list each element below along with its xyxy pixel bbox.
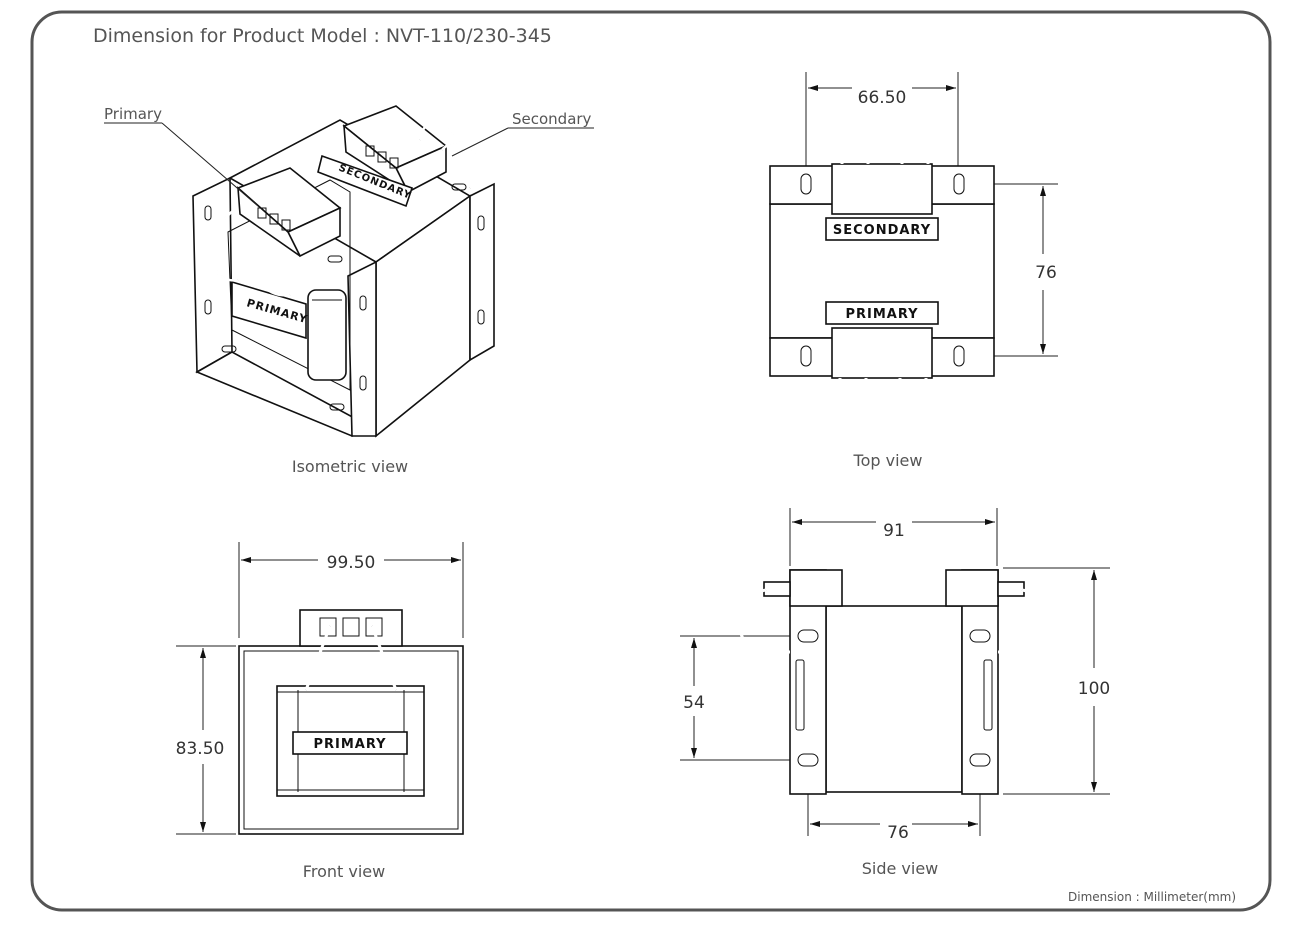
isometric-caption: Isometric view bbox=[292, 457, 408, 476]
top-width-dim: 66.50 bbox=[858, 88, 907, 108]
top-caption: Top view bbox=[853, 451, 923, 470]
footer-unit-note: Dimension : Millimeter(mm) bbox=[1068, 890, 1236, 904]
top-view: 66.50 76 SECONDARY PRIMARY bbox=[769, 72, 1058, 425]
isometric-view: PRIMARY SECONDARY bbox=[104, 105, 594, 438]
front-height-dim: 83.50 bbox=[176, 739, 225, 759]
top-depth-dim: 76 bbox=[1035, 263, 1057, 283]
side-view: 91 100 54 76 bbox=[680, 508, 1110, 843]
side-caption: Side view bbox=[862, 859, 939, 878]
iso-primary-label: Primary bbox=[104, 105, 162, 123]
front-primary-plate: PRIMARY bbox=[313, 737, 386, 752]
iso-secondary-label: Secondary bbox=[512, 110, 592, 128]
front-caption: Front view bbox=[303, 862, 385, 881]
top-secondary-plate: SECONDARY bbox=[833, 223, 931, 238]
side-bottom-width-dim: 76 bbox=[887, 823, 909, 843]
front-width-dim: 99.50 bbox=[327, 553, 376, 573]
outer-frame bbox=[30, 10, 1272, 912]
front-view: 99.50 83.50 PRIMARY bbox=[176, 542, 464, 835]
side-hole-pitch-dim: 54 bbox=[683, 693, 705, 713]
top-primary-plate: PRIMARY bbox=[845, 307, 918, 322]
page-title: Dimension for Product Model : NVT-110/23… bbox=[93, 25, 552, 47]
side-height-dim: 100 bbox=[1078, 679, 1110, 699]
side-width-dim: 91 bbox=[883, 521, 905, 541]
